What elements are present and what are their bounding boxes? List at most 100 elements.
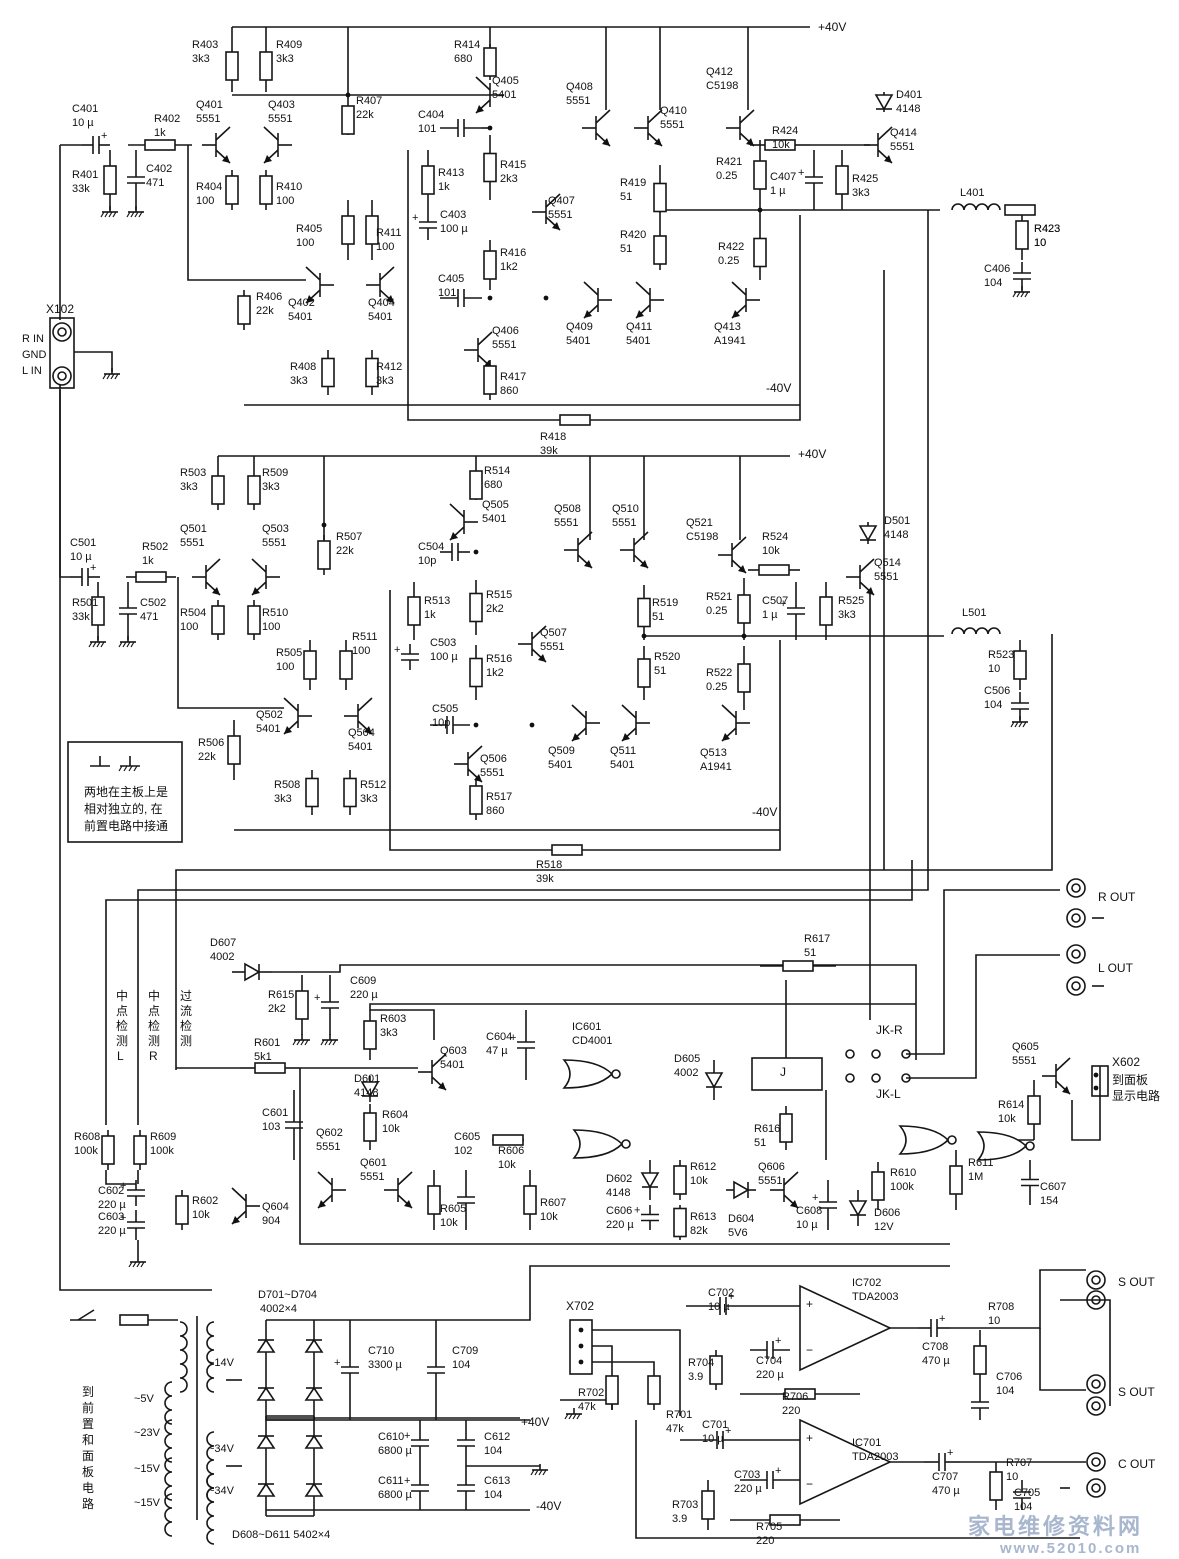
r525-resistor [819, 596, 833, 626]
bridge-d701-d704-type: 4002×4 [260, 1303, 297, 1315]
wire [635, 1420, 1080, 1539]
c608-capacitor: + [812, 1192, 837, 1209]
component-value: 10 [1034, 237, 1046, 249]
component-value: TDA2003 [852, 1291, 898, 1303]
ref-designator: R417 [500, 371, 526, 383]
ref-designator: C705 [1014, 1487, 1040, 1499]
rca-jack-icon [1086, 1374, 1106, 1394]
ref-designator: Q509 [548, 745, 575, 757]
component-value: 1 µ [770, 185, 786, 197]
component-value: 5401 [440, 1059, 464, 1071]
ref-designator: C704 [756, 1355, 782, 1367]
ref-designator: Q603 [440, 1045, 467, 1057]
c503-capacitor: + [394, 644, 419, 661]
ref-designator: Q413 [714, 321, 741, 333]
ref-designator: C609 [350, 975, 376, 987]
component-value: 10 µ [796, 1219, 818, 1231]
q402-transistor [305, 266, 334, 304]
ref-designator: L501 [962, 607, 986, 619]
component-value: 10 [988, 663, 1000, 675]
ref-designator: R505 [276, 647, 302, 659]
component-value: 10k [440, 1217, 458, 1229]
svg-text:+: + [728, 1291, 734, 1303]
c605-capacitor [457, 1196, 475, 1204]
ref-designator: R511 [352, 631, 377, 643]
component-value: 0.25 [716, 170, 737, 182]
ref-designator: D501 [884, 515, 910, 527]
wire [299, 1068, 950, 1245]
q404-transistor [366, 266, 395, 304]
component-value: 4002 [210, 951, 234, 963]
component-value: 680 [484, 479, 502, 491]
component-value: 220 µ [606, 1219, 634, 1231]
r418-resistor [559, 414, 591, 426]
component-value: 1M [968, 1171, 983, 1183]
component-value: 100k [150, 1145, 174, 1157]
wire [137, 210, 929, 1125]
r708-resistor [973, 1345, 987, 1375]
nor-gate-icon [562, 1059, 621, 1089]
ref-designator: R605 [440, 1203, 466, 1215]
q606-transistor [770, 1171, 799, 1209]
q406-transistor [464, 331, 493, 369]
component-value: 471 [146, 177, 164, 189]
ref-designator: D602 [606, 1173, 632, 1185]
ref-designator: C505 [432, 703, 458, 715]
q403-transistor [263, 126, 292, 164]
detect-r-3: 检 [148, 1018, 160, 1033]
r401-resistor [103, 165, 117, 195]
r502-resistor [135, 571, 167, 583]
ref-designator: R609 [150, 1131, 176, 1143]
c602-capacitor: + [120, 1180, 145, 1197]
ref-designator: C404 [418, 109, 444, 121]
component-value: 104 [484, 1489, 502, 1501]
ref-designator: Q506 [480, 753, 507, 765]
rail-neg40-l: -40V [752, 805, 777, 819]
ref-designator: R507 [336, 531, 362, 543]
ref-designator: D606 [874, 1207, 900, 1219]
rail-pos40-psu: +40V [521, 1415, 549, 1429]
component-value: 100 µ [440, 223, 468, 235]
labels-layer: +40V +40V -40V -40V +40V -40V X102 R IN … [22, 20, 1160, 1557]
component-value: 104 [484, 1445, 502, 1457]
q510-transistor [620, 531, 649, 569]
component-value: 5551 [268, 113, 292, 125]
r404-resistor [225, 175, 239, 205]
ref-designator: Q412 [706, 66, 733, 78]
ref-designator: C407 [770, 171, 796, 183]
component-value: 3k3 [376, 375, 394, 387]
ground-icon [102, 368, 120, 380]
ground-icon [126, 206, 144, 218]
components-layer: R4033k3R4093k3R414680Q4055401Q4085551Q41… [49, 39, 1109, 1547]
component-value: 5551 [566, 95, 590, 107]
q509-transistor [571, 704, 600, 742]
q412-transistor [726, 109, 755, 147]
component-value: 104 [984, 277, 1002, 289]
ic702-amplifier: +− [799, 1284, 892, 1372]
component-value: A1941 [714, 335, 746, 347]
ref-designator: R614 [998, 1099, 1024, 1111]
supply-note-7: 电 [82, 1481, 94, 1495]
ref-designator: R704 [688, 1357, 714, 1369]
q504-transistor [344, 697, 373, 735]
ref-designator: C610 [378, 1431, 404, 1443]
svg-text:+: + [120, 1180, 126, 1192]
junction-dot [741, 633, 747, 639]
ref-designator: R613 [690, 1211, 716, 1223]
